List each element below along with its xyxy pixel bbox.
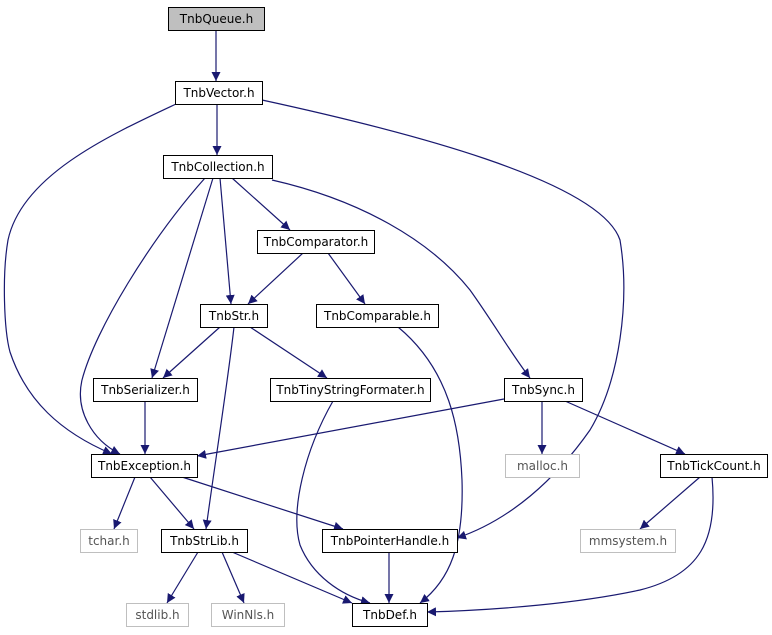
edge-strlib-to-stdlib [166,551,199,604]
edge-collection-to-sync [271,179,531,379]
node-comparator[interactable]: TnbComparator.h [257,230,375,254]
node-box-collection [163,155,273,179]
node-serializer[interactable]: TnbSerializer.h [93,378,198,402]
node-box-def [352,603,428,627]
node-box-sync [504,378,583,402]
node-box-exception [91,454,198,478]
node-label-queue: TnbQueue.h [179,12,253,26]
node-tchar[interactable]: tchar.h [80,529,138,553]
edge-comparable-to-def [397,326,463,604]
node-pointer[interactable]: TnbPointerHandle.h [322,529,458,553]
node-vector[interactable]: TnbVector.h [175,81,263,105]
edge-exception-to-tchar [113,476,136,530]
nodes-layer: TnbQueue.hTnbVector.hTnbCollection.hTnbC… [80,7,768,627]
node-def[interactable]: TnbDef.h [352,603,428,627]
edge-exception-to-pointer [181,476,344,531]
edge-collection-to-exception [79,177,206,455]
node-box-pointer [322,529,458,553]
node-box-queue [168,7,265,31]
edge-str-to-tinystr [249,326,328,379]
node-label-pointer: TnbPointerHandle.h [330,534,449,548]
edge-strlib-to-def [231,551,353,604]
edge-vector-to-pointer [261,99,625,540]
node-box-comparable [316,304,439,328]
node-label-tchar: tchar.h [88,534,130,548]
edge-strlib-to-winnls [221,551,245,604]
edge-collection-to-serializer [150,177,214,379]
edge-tinystr-to-def [296,400,371,606]
edge-tickcount-to-def [426,476,714,617]
node-box-serializer [93,378,198,402]
edges-layer [3,30,714,617]
node-box-mmsystem [580,529,676,553]
edge-collection-to-str [219,177,235,305]
node-sync[interactable]: TnbSync.h [504,378,583,402]
edge-exception-to-strlib [149,476,195,530]
node-box-winnls [211,603,285,627]
node-box-malloc [505,454,580,478]
node-tickcount[interactable]: TnbTickCount.h [660,454,768,478]
node-label-comparator: TnbComparator.h [263,235,369,249]
node-queue[interactable]: TnbQueue.h [168,7,265,31]
node-strlib[interactable]: TnbStrLib.h [161,529,248,553]
node-stdlib[interactable]: stdlib.h [126,603,189,627]
edge-sync-to-exception [196,398,505,459]
edge-collection-to-comparator [231,177,291,231]
edge-tickcount-to-mmsystem [639,476,701,530]
node-box-comparator [257,230,375,254]
edge-comparator-to-comparable [327,252,366,305]
node-label-tinystr: TnbTinyStringFormater.h [275,383,424,397]
node-label-sync: TnbSync.h [511,383,575,397]
node-box-vector [175,81,263,105]
node-box-strlib [161,529,248,553]
node-label-comparable: TnbComparable.h [323,309,431,323]
node-mmsystem[interactable]: mmsystem.h [580,529,676,553]
edge-vector-to-exception [3,103,177,455]
node-malloc[interactable]: malloc.h [505,454,580,478]
node-box-str [200,304,268,328]
node-label-stdlib: stdlib.h [135,608,179,622]
node-label-collection: TnbCollection.h [170,160,264,174]
node-label-malloc: malloc.h [517,459,568,473]
edge-sync-to-tickcount [564,400,686,455]
edge-str-to-serializer [162,326,221,379]
node-label-tickcount: TnbTickCount.h [666,459,760,473]
node-box-stdlib [126,603,189,627]
node-label-strlib: TnbStrLib.h [169,534,239,548]
node-box-tchar [80,529,138,553]
node-label-def: TnbDef.h [362,608,417,622]
node-str[interactable]: TnbStr.h [200,304,268,328]
node-exception[interactable]: TnbException.h [91,454,198,478]
node-label-winnls: WinNls.h [222,608,275,622]
edge-comparator-to-str [247,252,304,305]
node-tinystr[interactable]: TnbTinyStringFormater.h [270,378,431,402]
node-box-tinystr [270,378,431,402]
node-label-vector: TnbVector.h [182,86,254,100]
edge-str-to-strlib [202,326,235,530]
node-collection[interactable]: TnbCollection.h [163,155,273,179]
node-label-mmsystem: mmsystem.h [589,534,667,548]
node-label-exception: TnbException.h [97,459,191,473]
node-comparable[interactable]: TnbComparable.h [316,304,439,328]
node-label-serializer: TnbSerializer.h [100,383,190,397]
node-label-str: TnbStr.h [208,309,259,323]
node-box-tickcount [660,454,768,478]
node-winnls[interactable]: WinNls.h [211,603,285,627]
